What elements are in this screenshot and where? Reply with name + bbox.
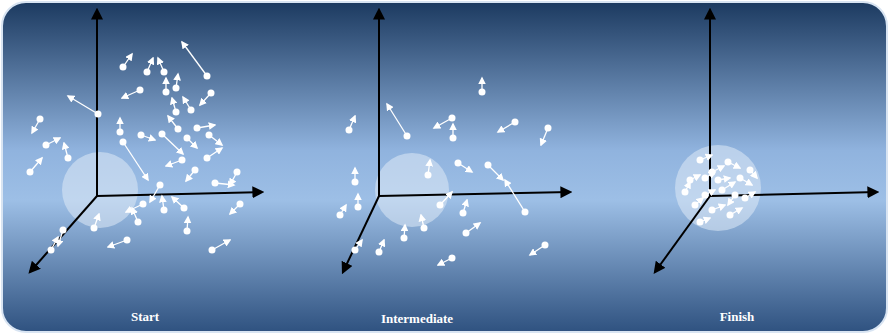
stage-label: Intermediate [381,311,453,327]
stage-label: Start [131,309,159,325]
core-spheres [62,145,761,231]
stage-label: Finish [720,309,755,325]
axes [30,10,877,272]
particles [27,64,754,262]
velocity-arrows [30,42,757,265]
